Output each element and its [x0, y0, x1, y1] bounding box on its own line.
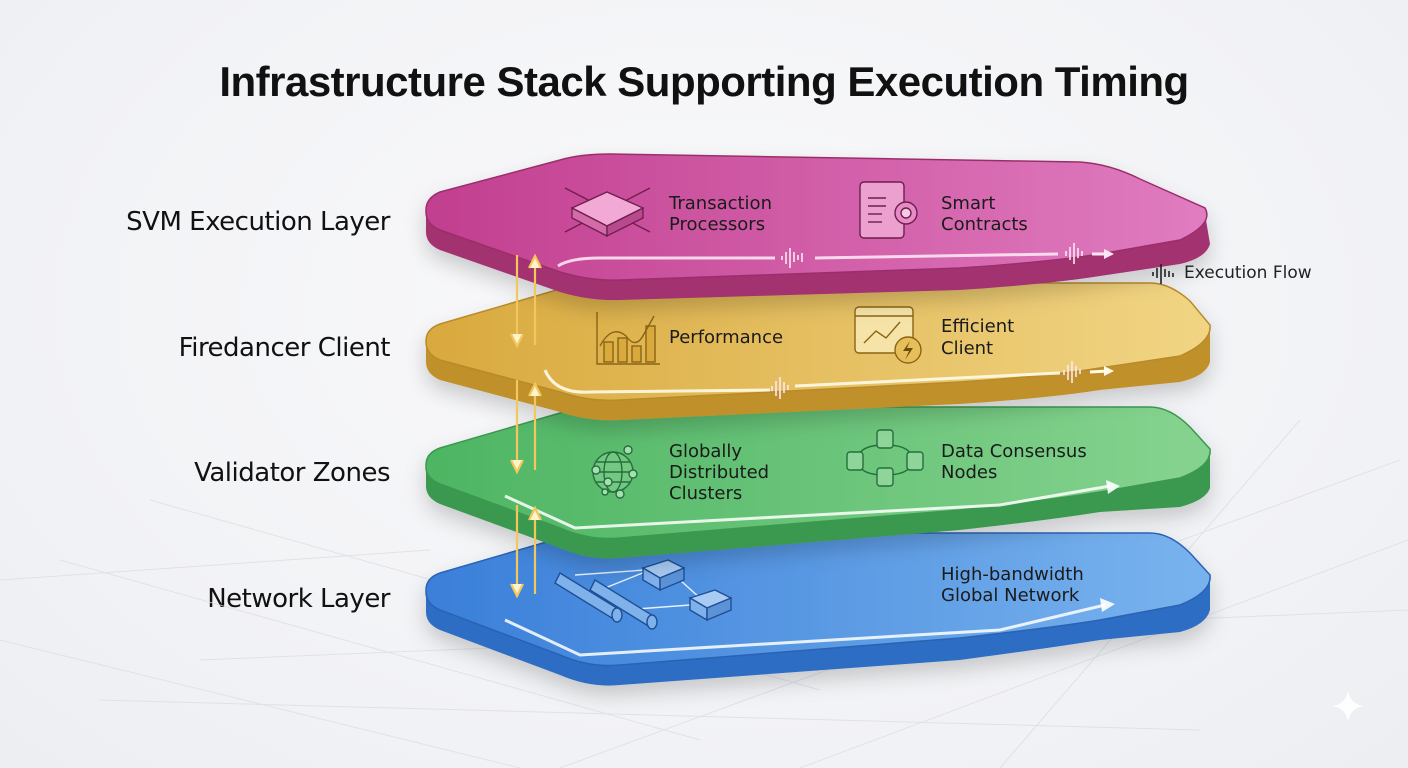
efficient-client-icon: [854, 306, 922, 364]
layer-validator[interactable]: [425, 406, 1211, 559]
legend-execution-flow: Execution Flow: [1150, 262, 1312, 284]
item-label-svm-2b: Contracts: [941, 214, 1028, 235]
connector-firedancer-validator: [510, 380, 542, 475]
layer-label-firedancer: Firedancer Client: [178, 333, 391, 363]
sparkle-icon: [1332, 690, 1364, 722]
layer-firedancer[interactable]: [425, 282, 1211, 421]
diagram-title: Infrastructure Stack Supporting Executio…: [219, 58, 1189, 105]
item-label-validator-2a: Data Consensus: [941, 441, 1087, 462]
scroll-gear-icon: [859, 181, 918, 239]
connector-validator-network: [510, 505, 542, 599]
item-label-validator-1b: Distributed: [669, 462, 769, 483]
processor-chip-icon: [564, 187, 651, 238]
item-label-network-2: Global Network: [941, 585, 1080, 606]
layer-label-network: Network Layer: [207, 584, 390, 614]
item-label-validator-2b: Nodes: [941, 462, 997, 483]
item-label-svm-2a: Smart: [941, 193, 995, 214]
layer-label-svm: SVM Execution Layer: [126, 207, 390, 237]
item-label-validator-1c: Clusters: [669, 483, 742, 504]
globe-network-icon: [591, 445, 638, 499]
layer-network[interactable]: [425, 532, 1211, 686]
connector-svm-firedancer: [510, 253, 542, 349]
item-label-firedancer-2a: Efficient: [941, 316, 1014, 337]
waveform-icon: [771, 243, 1083, 399]
layer-label-validator: Validator Zones: [194, 458, 390, 488]
item-label-firedancer-1: Performance: [669, 327, 783, 348]
item-label-network-1: High-bandwidth: [941, 564, 1084, 585]
layer-svm[interactable]: [425, 153, 1210, 301]
performance-chart-icon: [596, 312, 660, 365]
database-nodes-icon: [846, 429, 924, 487]
legend-label: Execution Flow: [1184, 263, 1312, 283]
item-label-svm-1a: Transaction: [668, 193, 772, 214]
item-label-firedancer-2b: Client: [941, 338, 993, 359]
waveform-icon: [1152, 264, 1174, 284]
connector-arrows: [510, 253, 542, 599]
network-switches-icon: [554, 559, 733, 630]
item-label-validator-1a: Globally: [669, 441, 742, 462]
item-label-svm-1b: Processors: [669, 214, 765, 235]
